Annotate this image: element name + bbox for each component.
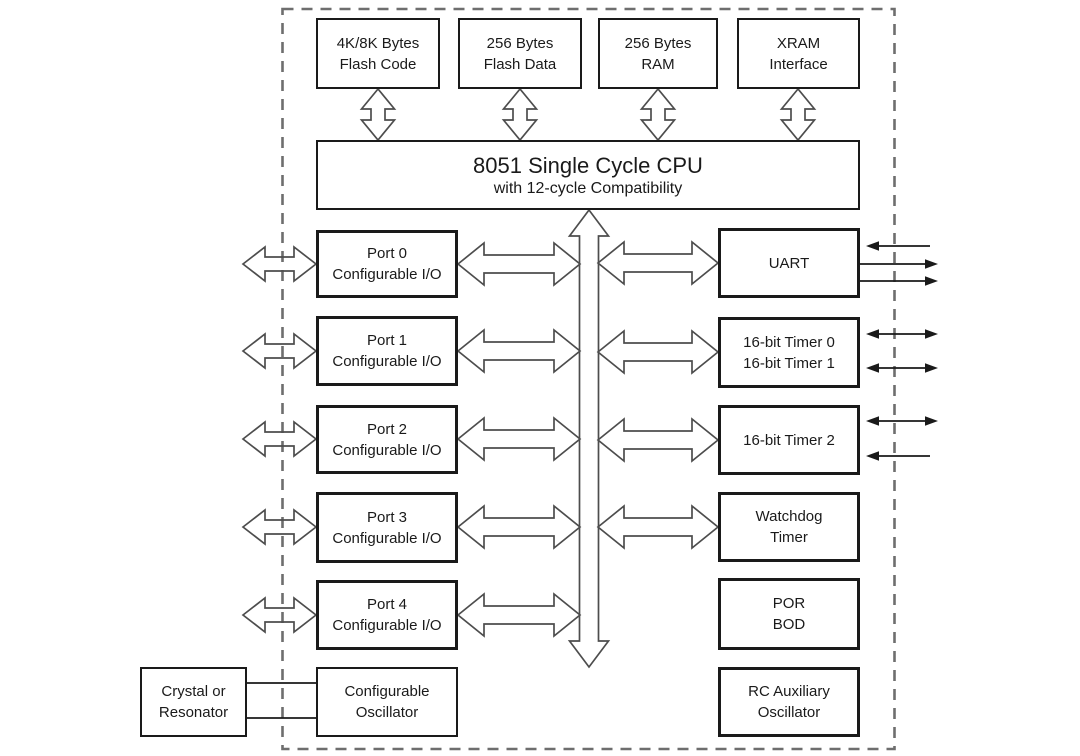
ram-cpu-arrow (639, 87, 677, 142)
block-timers-0-1: 16-bit Timer 0 16-bit Timer 1 (718, 317, 860, 388)
block-port3: Port 3 Configurable I/O (316, 492, 458, 563)
block-label: Oscillator (757, 704, 821, 721)
uart-out-signal-arrow-2-head-right (925, 276, 938, 286)
block-label: Port 4 (366, 596, 408, 613)
port1-pins-arrow (241, 332, 318, 370)
port0-bus-arrow (456, 241, 582, 287)
block-por-bod: POR BOD (718, 578, 860, 650)
block-label: Flash Code (339, 55, 417, 73)
block-label: 16-bit Timer 2 (743, 431, 835, 449)
block-port2: Port 2 Configurable I/O (316, 405, 458, 474)
block-label: Configurable I/O (332, 353, 442, 370)
block-label: Crystal or (161, 683, 226, 700)
block-cpu: 8051 Single Cycle CPU with 12-cycle Comp… (316, 140, 860, 210)
cpu-subtitle: with 12-cycle Compatibility (493, 179, 683, 197)
block-timer-2: 16-bit Timer 2 (718, 405, 860, 475)
uart-out-signal-arrow-1-head-right (925, 259, 938, 269)
block-label: Port 1 (366, 332, 408, 349)
port0-pins-arrow (241, 245, 318, 283)
block-label: RC Auxiliary (748, 683, 830, 700)
port2-bus-arrow (456, 416, 582, 462)
block-port1: Port 1 Configurable I/O (316, 316, 458, 386)
timer2-in-signal-arrow-head-left (866, 451, 879, 461)
block-label: 16-bit Timer 0 (743, 333, 835, 351)
block-label: Oscillator (355, 704, 419, 721)
block-label: XRAM (776, 34, 821, 52)
timer1-io-signal-arrow-head-right (925, 363, 938, 373)
port4-bus-arrow (456, 592, 582, 638)
block-label: Configurable I/O (332, 441, 442, 459)
xram-cpu-arrow (779, 87, 817, 142)
block-watchdog-timer: Watchdog Timer (718, 492, 860, 562)
bus-timers01-arrow (596, 329, 720, 375)
cpu-peripheral-bus-arrow (567, 208, 611, 669)
timer2-io-signal-arrow-head-left (866, 416, 879, 426)
port4-pins-arrow (241, 596, 318, 634)
bus-timer2-arrow (596, 417, 720, 463)
timer0-io-signal-arrow-head-left (866, 329, 879, 339)
flash-code-cpu-arrow (359, 87, 397, 142)
port3-pins-arrow (241, 508, 318, 546)
block-ram: 256 Bytes RAM (598, 18, 718, 89)
block-configurable-oscillator: Configurable Oscillator (316, 667, 458, 737)
block-label: Port 0 (366, 245, 408, 262)
block-label: 256 Bytes (486, 34, 554, 52)
timer2-io-signal-arrow-head-right (925, 416, 938, 426)
block-label: Flash Data (483, 55, 557, 73)
block-xram-interface: XRAM Interface (737, 18, 860, 89)
block-label: Watchdog (755, 508, 823, 525)
block-label: Port 2 (366, 420, 408, 438)
cpu-title: 8051 Single Cycle CPU (473, 152, 703, 178)
block-label: 4K/8K Bytes (336, 34, 420, 52)
block-label: RAM (641, 55, 675, 73)
block-port0: Port 0 Configurable I/O (316, 230, 458, 298)
port3-bus-arrow (456, 504, 582, 550)
block-uart: UART (718, 228, 860, 298)
bus-watchdog-arrow (596, 504, 720, 550)
block-label: BOD (772, 616, 806, 633)
block-crystal-resonator: Crystal or Resonator (140, 667, 247, 737)
block-label: Timer (770, 529, 808, 546)
timer0-io-signal-arrow-head-right (925, 329, 938, 339)
block-label: 16-bit Timer 1 (743, 354, 835, 372)
block-label: 256 Bytes (624, 34, 692, 52)
block-label: Configurable I/O (332, 617, 442, 634)
block-label: POR (772, 595, 806, 612)
block-label: Port 3 (366, 508, 408, 526)
port2-pins-arrow (241, 420, 318, 458)
chip-boundary-dashed-border (281, 7, 896, 751)
uart-in-signal-arrow-head-left (866, 241, 879, 251)
block-label: UART (768, 254, 810, 272)
port1-bus-arrow (456, 328, 582, 374)
block-label: Configurable I/O (332, 529, 442, 547)
block-flash-code: 4K/8K Bytes Flash Code (316, 18, 440, 89)
block-port4: Port 4 Configurable I/O (316, 580, 458, 650)
block-label: Resonator (158, 704, 229, 721)
block-label: Configurable I/O (332, 266, 442, 283)
flash-data-cpu-arrow (501, 87, 539, 142)
bus-uart-arrow (596, 240, 720, 286)
block-rc-aux-oscillator: RC Auxiliary Oscillator (718, 667, 860, 737)
block-label: Configurable (344, 683, 430, 700)
timer1-io-signal-arrow-head-left (866, 363, 879, 373)
block-label: Interface (769, 55, 828, 73)
block-flash-data: 256 Bytes Flash Data (458, 18, 582, 89)
